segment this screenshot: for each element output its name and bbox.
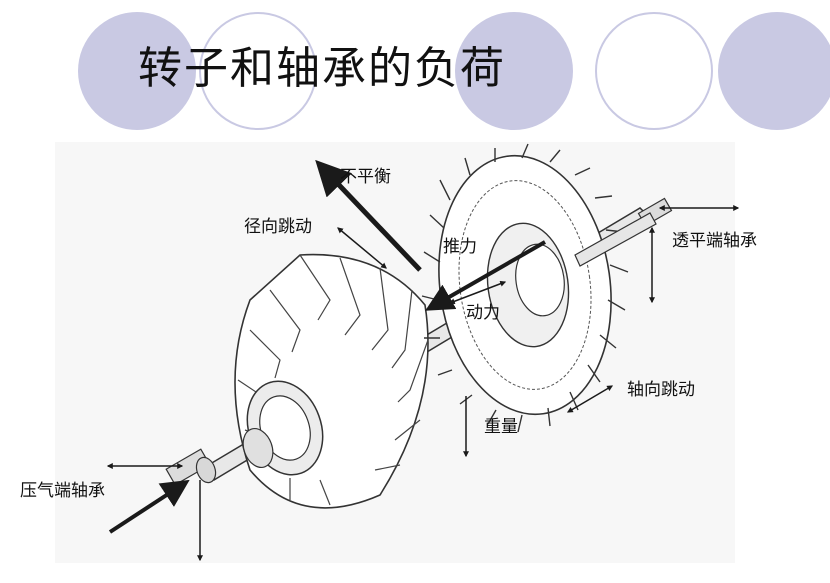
label-radial-runout: 径向跳动	[244, 217, 312, 237]
unbalance-arrow	[315, 159, 422, 272]
slide-title: 转子和轴承的负荷	[138, 43, 506, 94]
label-dynamic: 动力	[466, 303, 500, 323]
decor-circle-4	[595, 12, 713, 130]
decor-circle-5	[718, 12, 830, 130]
compressor-thrust-arrow	[108, 479, 190, 534]
dynamic-arrow	[448, 280, 507, 305]
compressor-wheel	[195, 253, 429, 509]
label-axial-runout: 轴向跳动	[627, 380, 695, 400]
label-turbine-bearing: 透平端轴承	[672, 231, 757, 251]
radial-runout-arrow	[337, 227, 387, 269]
decor-circle-1	[78, 12, 196, 130]
turbine-wheel	[421, 143, 629, 433]
decor-circle-3	[455, 12, 573, 130]
label-compressor-bearing: 压气端轴承	[20, 481, 105, 501]
label-unbalance: 不平衡	[340, 167, 391, 187]
decor-circle-2	[199, 12, 317, 130]
label-thrust: 推力	[443, 237, 477, 257]
label-weight: 重量	[484, 417, 518, 437]
axial-runout-arrow	[566, 385, 614, 413]
